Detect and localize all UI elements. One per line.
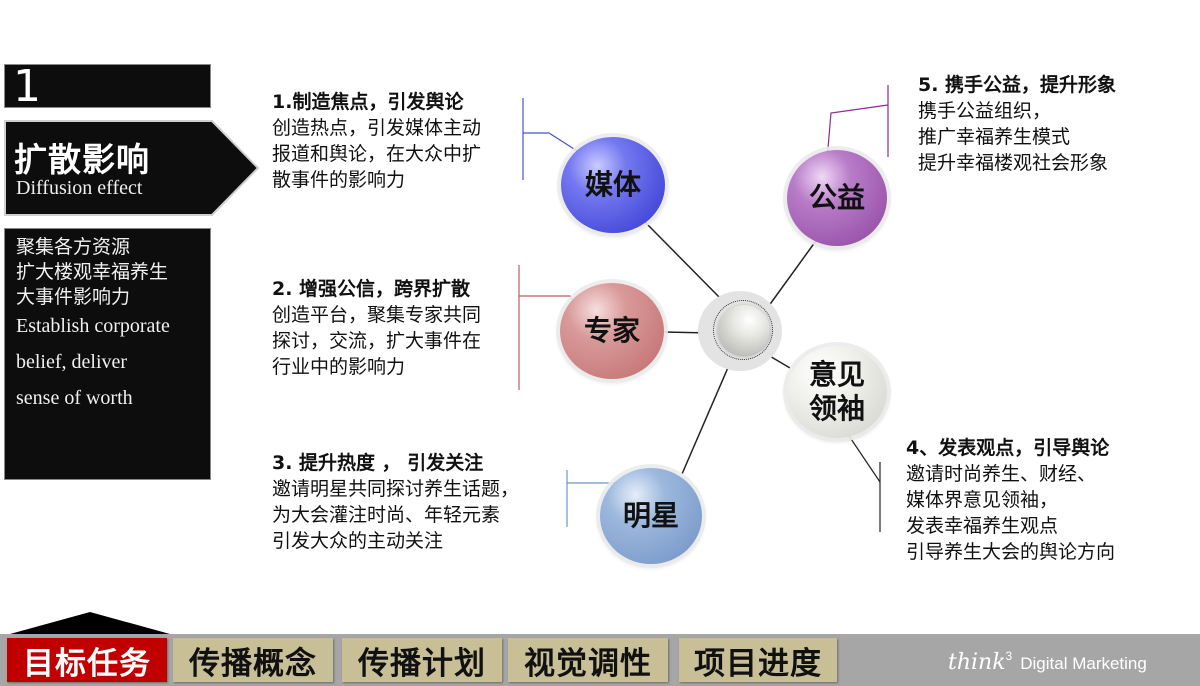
tab-communication-plan[interactable]: 传播计划 <box>342 638 502 682</box>
bubble-charity: 公益 <box>787 150 887 246</box>
description-cn-line: 聚集各方资源 <box>16 236 131 258</box>
point-line: 携手公益组织， <box>918 100 1052 122</box>
point-title: 4、发表观点，引导舆论 <box>906 437 1110 459</box>
section-number: 1 <box>13 61 41 112</box>
point-line: 发表幸福养生观点 <box>906 515 1059 537</box>
point-line: 报道和舆论，在大众中扩 <box>272 143 482 165</box>
description-en-line: sense of worth <box>16 387 133 409</box>
center-hub-dotted-ring <box>713 300 773 360</box>
point-2-expert: 2. 增强公信，跨界扩散 创造平台，聚集专家共同 探讨，交流，扩大事件在 行业中… <box>272 277 481 380</box>
point-title: 3. 提升热度 ， 引发关注 <box>272 452 484 474</box>
bubble-media: 媒体 <box>561 137 665 233</box>
bubble-media-label: 媒体 <box>584 168 641 201</box>
point-line: 创造热点，引发媒体主动 <box>272 117 482 139</box>
section-title-en: Diffusion effect <box>16 177 143 199</box>
point-line: 为大会灌注时尚、年轻元素 <box>272 504 501 526</box>
point-1-media: 1.制造焦点，引发舆论 创造热点，引发媒体主动 报道和舆论，在大众中扩 散事件的… <box>272 90 481 193</box>
description-cn-line: 扩大楼观幸福养生 <box>16 261 169 283</box>
point-line: 引发大众的主动关注 <box>272 530 444 552</box>
bubble-charity-label: 公益 <box>808 181 865 214</box>
description-cn-line: 大事件影响力 <box>16 286 131 308</box>
section-description-box: 聚集各方资源 扩大楼观幸福养生 大事件影响力 Establish corpora… <box>4 228 211 480</box>
point-title: 1.制造焦点，引发舆论 <box>272 91 464 113</box>
section-title-cn: 扩散影响 <box>14 140 150 179</box>
point-line: 行业中的影响力 <box>272 356 406 378</box>
tab-communication-concept[interactable]: 传播概念 <box>173 638 333 682</box>
point-line: 散事件的影响力 <box>272 169 406 191</box>
point-4-opinion-leader: 4、发表观点，引导舆论 邀请时尚养生、财经、 媒体界意见领袖， 发表幸福养生观点… <box>906 436 1115 565</box>
bubble-opinion-label-line1: 意见 <box>808 358 865 391</box>
point-title: 2. 增强公信，跨界扩散 <box>272 278 471 300</box>
center-hub-sphere <box>718 305 770 355</box>
bubble-star: 明星 <box>600 468 702 564</box>
brand-logo-think: think <box>948 650 1006 675</box>
point-line: 提升幸福楼观社会形象 <box>918 152 1109 174</box>
bubble-expert: 专家 <box>560 283 664 379</box>
brand-name: Digital Marketing <box>1020 654 1147 673</box>
point-3-star: 3. 提升热度 ， 引发关注 邀请明星共同探讨养生话题， 为大会灌注时尚、年轻元… <box>272 451 519 554</box>
point-line: 探讨，交流，扩大事件在 <box>272 330 482 352</box>
point-line: 创造平台，聚集专家共同 <box>272 304 482 326</box>
point-line: 推广幸福养生模式 <box>918 126 1071 148</box>
tab-target-mission[interactable]: 目标任务 <box>7 638 167 682</box>
point-line: 媒体界意见领袖， <box>906 489 1059 511</box>
tab-project-progress[interactable]: 项目进度 <box>679 638 837 682</box>
brand-logo-superscript: 3 <box>1005 649 1013 663</box>
bubble-expert-label: 专家 <box>583 314 640 347</box>
bubble-opinion-label-line2: 领袖 <box>808 392 865 425</box>
tab-visual-tone[interactable]: 视觉调性 <box>508 638 668 682</box>
point-5-charity: 5. 携手公益，提升形象 携手公益组织， 推广幸福养生模式 提升幸福楼观社会形象 <box>918 73 1116 176</box>
brand-logo: think 3 Digital Marketing <box>948 649 1147 675</box>
section-title-arrow <box>4 120 260 216</box>
point-line: 引导养生大会的舆论方向 <box>906 541 1116 563</box>
point-line: 邀请时尚养生、财经、 <box>906 463 1097 485</box>
section-number-box: 1 <box>4 61 211 112</box>
point-line: 邀请明星共同探讨养生话题， <box>272 478 520 500</box>
description-en-line: belief, deliver <box>16 351 128 373</box>
bubble-star-label: 明星 <box>622 499 679 532</box>
point-title: 5. 携手公益，提升形象 <box>918 74 1117 96</box>
description-en-line: Establish corporate <box>16 315 170 337</box>
active-tab-pointer <box>10 612 170 634</box>
bubble-opinion-leader: 意见 领袖 <box>787 346 887 438</box>
